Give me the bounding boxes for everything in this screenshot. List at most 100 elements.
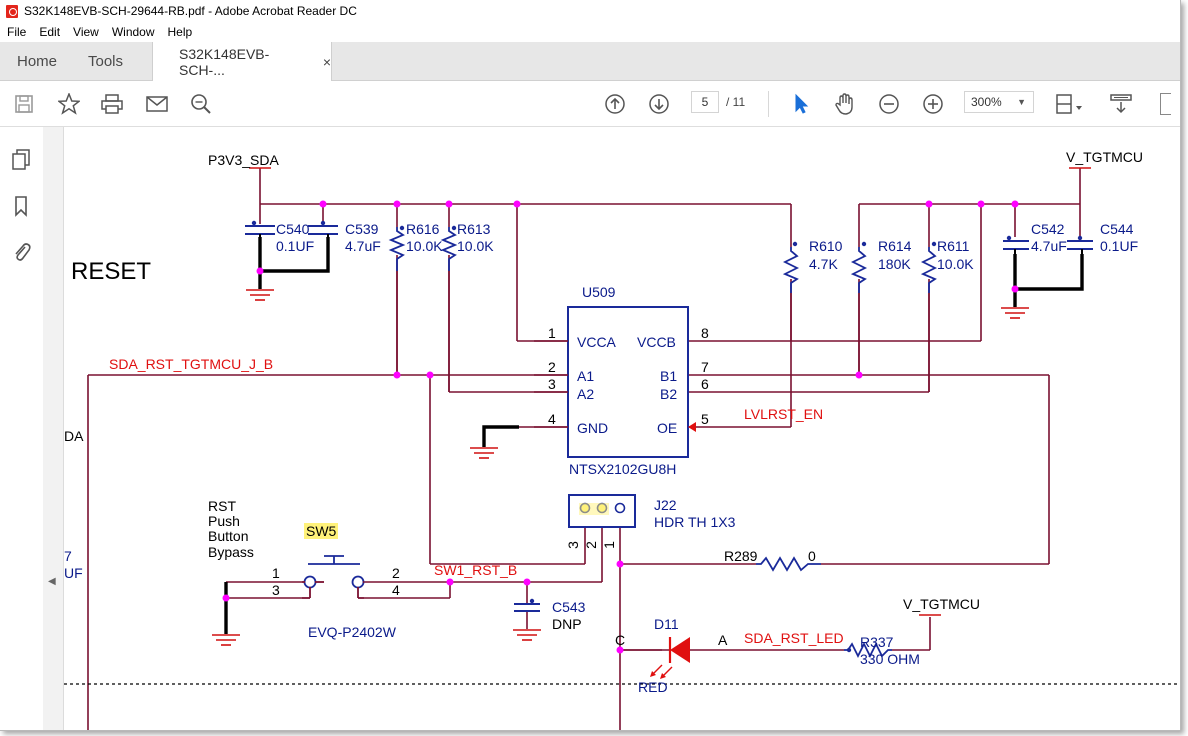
net-label-v-tgtmcu-top: V_TGTMCU xyxy=(1066,149,1143,165)
u509-pin-num-2: 2 xyxy=(548,359,556,375)
navigation-pane xyxy=(0,127,44,730)
zoom-out-icon xyxy=(879,93,899,114)
page-display-button[interactable] xyxy=(1052,81,1088,126)
collapse-pane-icon[interactable]: ◀ xyxy=(48,576,56,587)
ground-symbols xyxy=(212,167,1091,646)
sw5-pin-4: 4 xyxy=(392,582,400,598)
r616-value: 10.0K xyxy=(406,238,443,254)
save-icon xyxy=(15,94,33,113)
scroll-mode-icon xyxy=(1110,93,1132,113)
zoom-value: 300% xyxy=(971,95,1002,109)
window-title: S32K148EVB-SCH-29644-RB.pdf - Adobe Acro… xyxy=(24,4,357,18)
select-tool-button[interactable] xyxy=(788,81,814,126)
page-thumbnails-icon xyxy=(12,149,30,170)
menu-help[interactable]: Help xyxy=(167,25,193,39)
zoom-out-button[interactable] xyxy=(876,81,902,126)
page-thumbnails-button[interactable] xyxy=(10,148,32,170)
net-label-v-tgtmcu-bottom: V_TGTMCU xyxy=(903,596,980,612)
menu-file[interactable]: File xyxy=(7,25,27,39)
junction-dots xyxy=(222,200,1019,654)
net-label-lvlrst-en: LVLRST_EN xyxy=(744,406,824,422)
j22-desc: HDR TH 1X3 xyxy=(654,514,736,530)
close-tab-icon[interactable]: × xyxy=(322,53,331,70)
tab-tools[interactable]: Tools xyxy=(88,52,124,70)
r289-ref: R289 xyxy=(724,548,758,564)
j22-pin-3: 3 xyxy=(564,541,581,549)
u509-pin-a1: A1 xyxy=(577,368,595,384)
pane-splitter[interactable] xyxy=(43,127,64,730)
u509-pin-vccb: VCCB xyxy=(637,334,676,350)
r610-ref: R610 xyxy=(809,238,843,254)
schematic-drawing xyxy=(64,167,1180,730)
sw5-pin-3: 3 xyxy=(272,582,280,598)
page-number-input[interactable]: 5 xyxy=(691,91,719,113)
scroll-mode-button[interactable] xyxy=(1106,81,1136,126)
u509-pin-gnd: GND xyxy=(577,420,609,436)
page-total: / 11 xyxy=(726,95,746,109)
page-display-icon xyxy=(1056,93,1082,114)
sw5-part: EVQ-P2402W xyxy=(308,624,396,640)
d11-led xyxy=(620,637,690,679)
r616-ref: R616 xyxy=(406,221,440,237)
sw5-desc-rst: RST xyxy=(208,498,236,514)
u509-pin-a2: A2 xyxy=(577,386,595,402)
tab-home[interactable]: Home xyxy=(17,52,58,70)
thick-ground-wires xyxy=(224,237,1084,634)
c544-value: 0.1UF xyxy=(1100,238,1139,254)
more-tools-button[interactable] xyxy=(1150,81,1180,126)
c543-value: DNP xyxy=(552,616,582,632)
tab-document[interactable]: S32K148EVB-SCH-... × xyxy=(152,42,332,81)
menu-edit[interactable]: Edit xyxy=(39,25,61,39)
hand-tool-button[interactable] xyxy=(832,81,858,126)
menu-bar: File Edit View Window Help xyxy=(0,22,1180,42)
u509-ref: U509 xyxy=(582,284,616,300)
tab-bar: Home Tools S32K148EVB-SCH-... × xyxy=(0,42,1180,81)
print-icon xyxy=(101,93,123,114)
print-button[interactable] xyxy=(99,81,125,126)
next-page-button[interactable] xyxy=(646,81,672,126)
net-label-sda-rst: SDA_RST_TGTMCU_J_B xyxy=(109,356,274,372)
net-label-sw1-rst: SW1_RST_B xyxy=(434,562,518,578)
r613-ref: R613 xyxy=(457,221,491,237)
r611-value: 10.0K xyxy=(937,256,974,272)
j22-ref: J22 xyxy=(654,497,677,513)
tab-document-label: S32K148EVB-SCH-... xyxy=(179,45,270,78)
bookmarks-button[interactable] xyxy=(10,195,32,217)
attachments-icon xyxy=(15,243,31,261)
find-icon xyxy=(191,93,211,114)
u509-part: NTSX2102GU8H xyxy=(569,461,677,477)
u509-pin-num-3: 3 xyxy=(548,376,556,392)
sw5-pin-1: 1 xyxy=(272,565,280,581)
edge-text-uf: UF xyxy=(64,565,83,581)
attachments-button[interactable] xyxy=(10,241,32,263)
d11-ref: D11 xyxy=(654,616,679,632)
u509-pin-oe: OE xyxy=(657,420,678,436)
u509-pin-b1: B1 xyxy=(660,368,678,384)
resistor-wire-links xyxy=(396,271,930,392)
sw5-switch xyxy=(302,555,365,599)
bookmark-star-icon xyxy=(58,92,80,115)
email-icon xyxy=(146,95,168,112)
find-button[interactable] xyxy=(188,81,214,126)
menu-view[interactable]: View xyxy=(73,25,99,39)
bookmark-star-button[interactable] xyxy=(56,81,82,126)
document-canvas[interactable]: P3V3_SDA V_TGTMCU RESET SDA_RST_TGTMCU_J… xyxy=(64,127,1180,730)
section-title-reset: RESET xyxy=(71,258,152,285)
title-bar: S32K148EVB-SCH-29644-RB.pdf - Adobe Acro… xyxy=(0,0,1180,22)
save-button[interactable] xyxy=(12,81,36,126)
bookmarks-icon xyxy=(15,196,27,217)
pdf-icon xyxy=(6,4,18,18)
email-button[interactable] xyxy=(144,81,170,126)
sw5-desc-button: Button xyxy=(208,528,249,544)
previous-page-button[interactable] xyxy=(602,81,628,126)
c542-ref: C542 xyxy=(1031,221,1065,237)
zoom-dropdown[interactable]: 300% ▼ xyxy=(964,91,1034,113)
edge-text-da: DA xyxy=(64,428,84,444)
next-page-icon xyxy=(649,93,669,114)
r614-value: 180K xyxy=(878,256,911,272)
sw5-desc-bypass: Bypass xyxy=(208,544,254,560)
menu-window[interactable]: Window xyxy=(111,25,155,39)
zoom-in-button[interactable] xyxy=(920,81,946,126)
hand-tool-icon xyxy=(835,92,853,115)
